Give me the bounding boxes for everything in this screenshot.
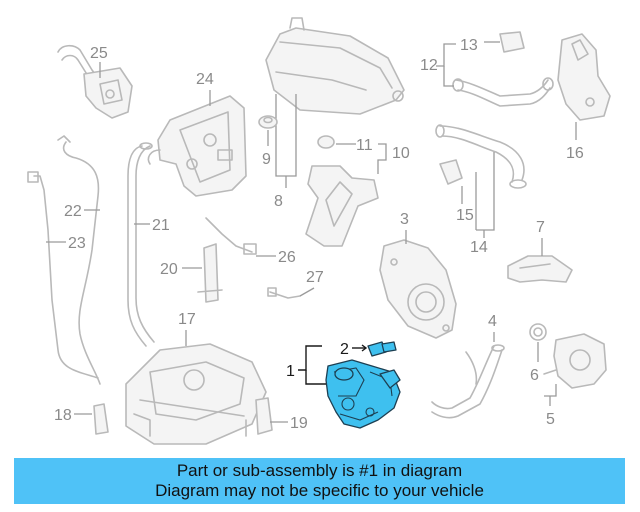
callout-23: 23: [68, 235, 86, 252]
callout-12: 12: [420, 57, 438, 74]
callout-21: 21: [152, 217, 170, 234]
part-1-thermostat-housing: [325, 359, 401, 429]
callout-14: 14: [470, 239, 488, 256]
callout-16: 16: [566, 145, 584, 162]
banner-line-2: Diagram may not be specific to your vehi…: [155, 481, 484, 500]
callout-3: 3: [400, 211, 409, 228]
part-27-sensor: [267, 287, 301, 299]
part-4-hose: [431, 344, 505, 419]
part-3-plate: [379, 239, 457, 339]
callout-25: 25: [90, 45, 108, 62]
part-17-housing: [125, 343, 267, 445]
callout-5: 5: [546, 411, 555, 428]
part-24-valve: [147, 95, 247, 197]
part-14-hose: [435, 124, 527, 189]
callout-6: 6: [530, 367, 539, 384]
part-6-seal: [529, 323, 547, 341]
callout-24: 24: [196, 71, 214, 88]
part-12-hose: [452, 77, 554, 107]
part-7-bracket: [507, 255, 573, 283]
callout-13: 13: [460, 37, 478, 54]
callout-8: 8: [274, 193, 283, 210]
callout-18: 18: [54, 407, 72, 424]
part-8-tank: [265, 17, 405, 115]
part-15-clamp: [439, 159, 463, 185]
callout-22: 22: [64, 203, 82, 220]
part-2-sensor: [367, 341, 397, 357]
part-10-bracket: [305, 165, 379, 247]
callout-17: 17: [178, 311, 196, 328]
callout-27: 27: [306, 269, 324, 286]
callout-19: 19: [290, 415, 308, 432]
part-25-bracket: [57, 44, 133, 119]
part-19-bracket: [255, 397, 273, 435]
info-banner: Part or sub-assembly is #1 in diagram Di…: [14, 458, 625, 504]
callout-1: 1: [286, 363, 295, 380]
callout-7: 7: [536, 219, 545, 236]
part-22-23-lines: [27, 135, 101, 385]
callout-9: 9: [262, 151, 271, 168]
part-18-bracket: [93, 403, 109, 435]
part-21-hose: [127, 142, 155, 347]
callout-10: 10: [392, 145, 410, 162]
callout-4: 4: [488, 313, 497, 330]
part-20-bracket: [197, 243, 223, 303]
callout-20: 20: [160, 261, 178, 278]
callout-2: 2: [340, 341, 349, 358]
callout-26: 26: [278, 249, 296, 266]
banner-line-1: Part or sub-assembly is #1 in diagram: [176, 461, 463, 480]
callout-15: 15: [456, 207, 474, 224]
callout-11: 11: [356, 137, 373, 154]
part-26-sensor: [205, 217, 257, 255]
part-5-pump: [543, 333, 607, 389]
part-13-clamp: [499, 31, 525, 53]
part-11-grommet: [317, 135, 335, 149]
part-9-grommet: [258, 115, 278, 129]
part-16-pipe: [557, 33, 611, 121]
parts-diagram: 25 24 22 23 21 20 26: [27, 17, 611, 445]
